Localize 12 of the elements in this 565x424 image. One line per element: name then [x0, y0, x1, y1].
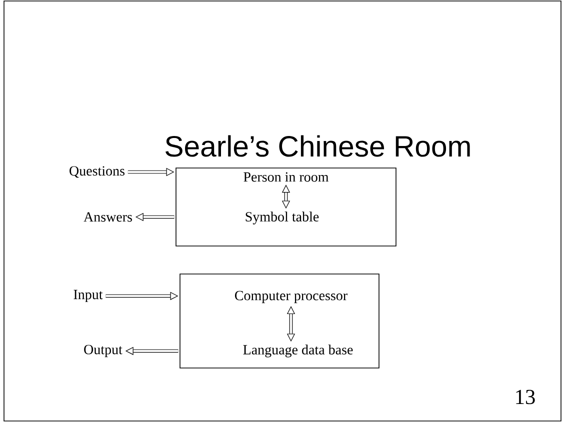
- node-text: Input: [74, 290, 103, 302]
- node-text: Questions: [70, 166, 124, 178]
- node-text: Answers: [84, 212, 132, 222]
- node-text: Person in room: [244, 172, 329, 182]
- node-text: Language data base: [243, 344, 353, 358]
- box: [180, 274, 380, 368]
- title: Searle’s Chinese Room: [166, 135, 470, 157]
- box: [176, 168, 396, 246]
- node-text: Output: [84, 344, 122, 358]
- node-text: Computer processor: [235, 290, 348, 304]
- page-number: 13: [516, 390, 535, 404]
- node-text: Symbol table: [246, 212, 319, 224]
